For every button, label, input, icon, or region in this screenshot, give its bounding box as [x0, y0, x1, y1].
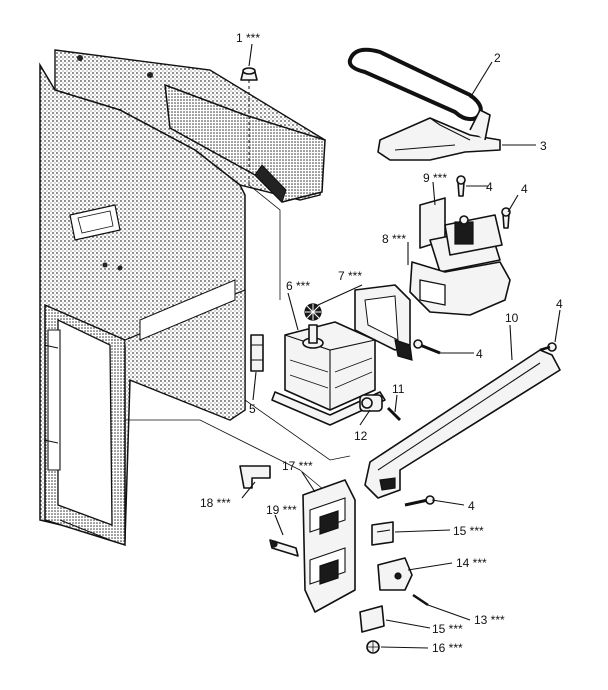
label-part-10: 10 [505, 311, 519, 325]
part-15-switch-lower [359, 605, 385, 633]
label-part-14: 14 *** [456, 556, 487, 570]
part-16-screw [366, 640, 380, 654]
part-18-clip [239, 465, 271, 489]
label-part-12: 12 [354, 429, 368, 443]
leader-arrows [241, 43, 561, 649]
part-10-rail [364, 349, 561, 499]
part-2-belt [347, 47, 483, 122]
part-7-antenna-cap [304, 303, 322, 321]
part-8-fan-housing [354, 261, 511, 361]
label-part-8: 8 *** [382, 232, 406, 246]
part-1-grommet [240, 67, 281, 300]
label-part-4: 4 [486, 180, 493, 194]
callout-labels: 1 *** 2 3 4 4 9 *** 8 *** 6 *** 7 *** 4 … [200, 31, 563, 655]
label-part-4: 4 [476, 347, 483, 361]
label-part-13: 13 *** [474, 613, 505, 627]
label-part-7: 7 *** [338, 269, 362, 283]
label-part-4: 4 [468, 499, 475, 513]
part-5-latch [250, 334, 264, 372]
part-12-thermal-cutout [359, 394, 383, 412]
part-14-switch [377, 557, 413, 591]
part-15-switch-upper [371, 521, 394, 546]
part-19-lever [269, 539, 299, 557]
label-part-19: 19 *** [266, 503, 297, 517]
screw-parts-4 [404, 175, 557, 507]
part-13-screw [412, 593, 429, 607]
part-3-guide-bracket [377, 109, 501, 161]
label-part-17: 17 *** [282, 459, 313, 473]
label-part-9: 9 *** [423, 171, 447, 185]
label-part-11: 11 [392, 382, 405, 396]
label-part-1: 1 *** [236, 31, 260, 45]
label-part-15: 15 *** [453, 524, 484, 538]
label-part-18: 18 *** [200, 496, 231, 510]
label-part-15: 15 *** [432, 622, 463, 636]
part-9-fan-motor [419, 197, 503, 273]
label-part-6: 6 *** [286, 279, 310, 293]
part-17-switch-bracket [302, 479, 356, 613]
label-part-4: 4 [521, 182, 528, 196]
label-part-5: 5 [249, 402, 256, 416]
oven-cabinet [39, 49, 326, 547]
label-part-2: 2 [494, 51, 501, 65]
label-part-3: 3 [540, 139, 547, 153]
part-11-screw [386, 406, 402, 422]
label-part-16: 16 *** [432, 641, 463, 655]
label-part-4: 4 [556, 297, 563, 311]
